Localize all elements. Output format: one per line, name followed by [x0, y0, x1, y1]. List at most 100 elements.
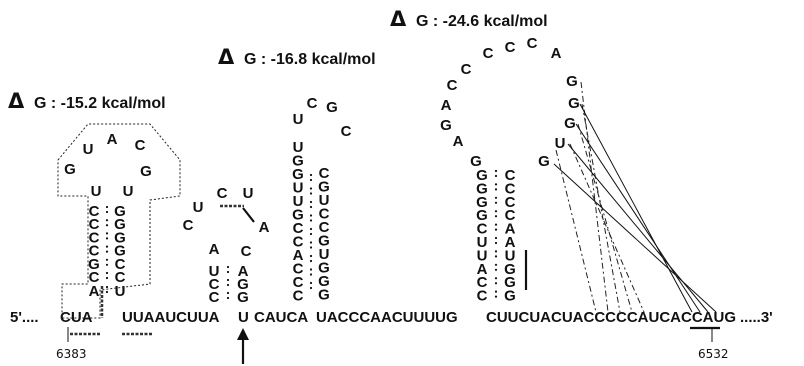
nucleotide: G [292, 207, 304, 224]
base-pair-mark [309, 281, 313, 285]
nucleotide: C [183, 217, 194, 234]
nucleotide: A [293, 247, 304, 264]
nucleotide: C [527, 35, 538, 52]
nucleotide: G [566, 73, 578, 90]
energy-value: G : -24.6 kcal/mol [416, 13, 548, 30]
base-pair-mark [494, 223, 498, 226]
base-pair-mark [309, 192, 313, 195]
nucleotide: U [293, 180, 304, 197]
nucleotide: C [89, 269, 100, 286]
nucleotide: U [293, 111, 304, 128]
nucleotide: G [470, 153, 482, 170]
base-pair-mark [105, 245, 109, 248]
nucleotide: A [453, 133, 464, 150]
nucleotide: A [477, 261, 488, 278]
base-pair-mark [226, 265, 230, 269]
nucleotide: A [259, 219, 270, 236]
nucleotide: C [89, 243, 100, 260]
base-pair-mark [494, 290, 498, 293]
base-pair-mark [309, 219, 313, 222]
base-pair-mark [309, 259, 313, 263]
base-pair-mark [494, 236, 498, 240]
base-pair-mark [494, 282, 498, 285]
interaction-line [569, 143, 645, 313]
nucleotide: U [83, 141, 94, 158]
base-pair-mark [494, 255, 498, 258]
nucleotide: C [483, 45, 494, 62]
nucleotide: C [505, 194, 516, 211]
base-pair-mark [309, 254, 313, 258]
cleavage-arrow [237, 328, 249, 364]
nucleotide: C [505, 39, 516, 56]
nucleotide: C [307, 95, 318, 112]
base-pair-mark [226, 296, 230, 300]
nucleotide: U [115, 283, 126, 300]
nucleotide: C [319, 219, 330, 236]
nucleotide: G [318, 179, 330, 196]
base-pair-mark [105, 250, 109, 253]
base-pair-mark [494, 215, 498, 218]
five-prime-end: 5'.... [10, 309, 39, 326]
sequence-line: 5'.... CUA UUAAUCUUA U CAUCA UACCCAACUUU… [10, 309, 773, 326]
energy-value: G : -15.2 kcal/mol [34, 95, 166, 112]
base-pair-mark [494, 201, 498, 204]
energy-label-1: Δ G : -15.2 kcal/mol [8, 89, 166, 113]
base-pair-mark [309, 178, 313, 182]
base-pair-mark [105, 271, 109, 275]
nucleotide: A [238, 263, 249, 280]
nucleotide: G [568, 95, 580, 112]
interaction-line [580, 81, 609, 313]
base-pair-mark [309, 241, 313, 244]
nucleotide: G [476, 167, 488, 184]
base-pair-mark [309, 205, 313, 209]
interaction-line [575, 123, 701, 313]
base-pair-mark [494, 183, 498, 186]
nucleotide: C [477, 221, 488, 238]
nucleotide: G [564, 115, 576, 132]
base-pair-mark [494, 241, 498, 245]
interaction-lines [553, 81, 717, 313]
nucleotide: C [341, 123, 352, 140]
nucleotide: C [89, 229, 100, 246]
nucleotide: C [241, 243, 252, 260]
base-pair-mark [309, 273, 313, 276]
base-pair-mark [494, 196, 498, 199]
base-pair-mark [309, 187, 313, 190]
nucleotide: G [114, 203, 126, 220]
base-pair-mark [105, 232, 109, 235]
base-pair-mark [494, 277, 498, 280]
nucleotide: C [135, 137, 146, 154]
nucleotide: C [293, 220, 304, 237]
base-pair-mark [105, 263, 109, 266]
nucleotide: U [555, 135, 566, 152]
nucleotide: C [293, 288, 304, 305]
nucleotide: U [293, 193, 304, 210]
nucleotide: G [476, 207, 488, 224]
base-pair-mark [494, 295, 498, 298]
base-pair-mark [105, 224, 109, 227]
base-pair-mark [494, 268, 498, 271]
base-pair-mark [226, 270, 230, 274]
base-pair-mark [105, 258, 109, 261]
nucleotide: C [293, 261, 304, 278]
nucleotide: G [88, 256, 100, 273]
energy-label-3: Δ G : -24.6 kcal/mol [390, 7, 548, 31]
base-pair-mark [494, 169, 498, 173]
nucleotide: U [293, 139, 304, 156]
nucleotide: G [504, 261, 516, 278]
nucleotide: G [237, 289, 249, 306]
interaction-line [567, 143, 709, 313]
nucleotide: U [477, 234, 488, 251]
interaction-line [555, 149, 597, 313]
nucleotide: G [476, 180, 488, 197]
nucleotide: C [89, 203, 100, 220]
nucleotide: C [477, 274, 488, 291]
nucleotide: G [114, 216, 126, 233]
sequence-segment: UACCCAACUUUUG [316, 309, 458, 326]
base-pair-mark [105, 237, 109, 240]
base-pair-mark [309, 246, 313, 249]
nucleotide: G [504, 274, 516, 291]
